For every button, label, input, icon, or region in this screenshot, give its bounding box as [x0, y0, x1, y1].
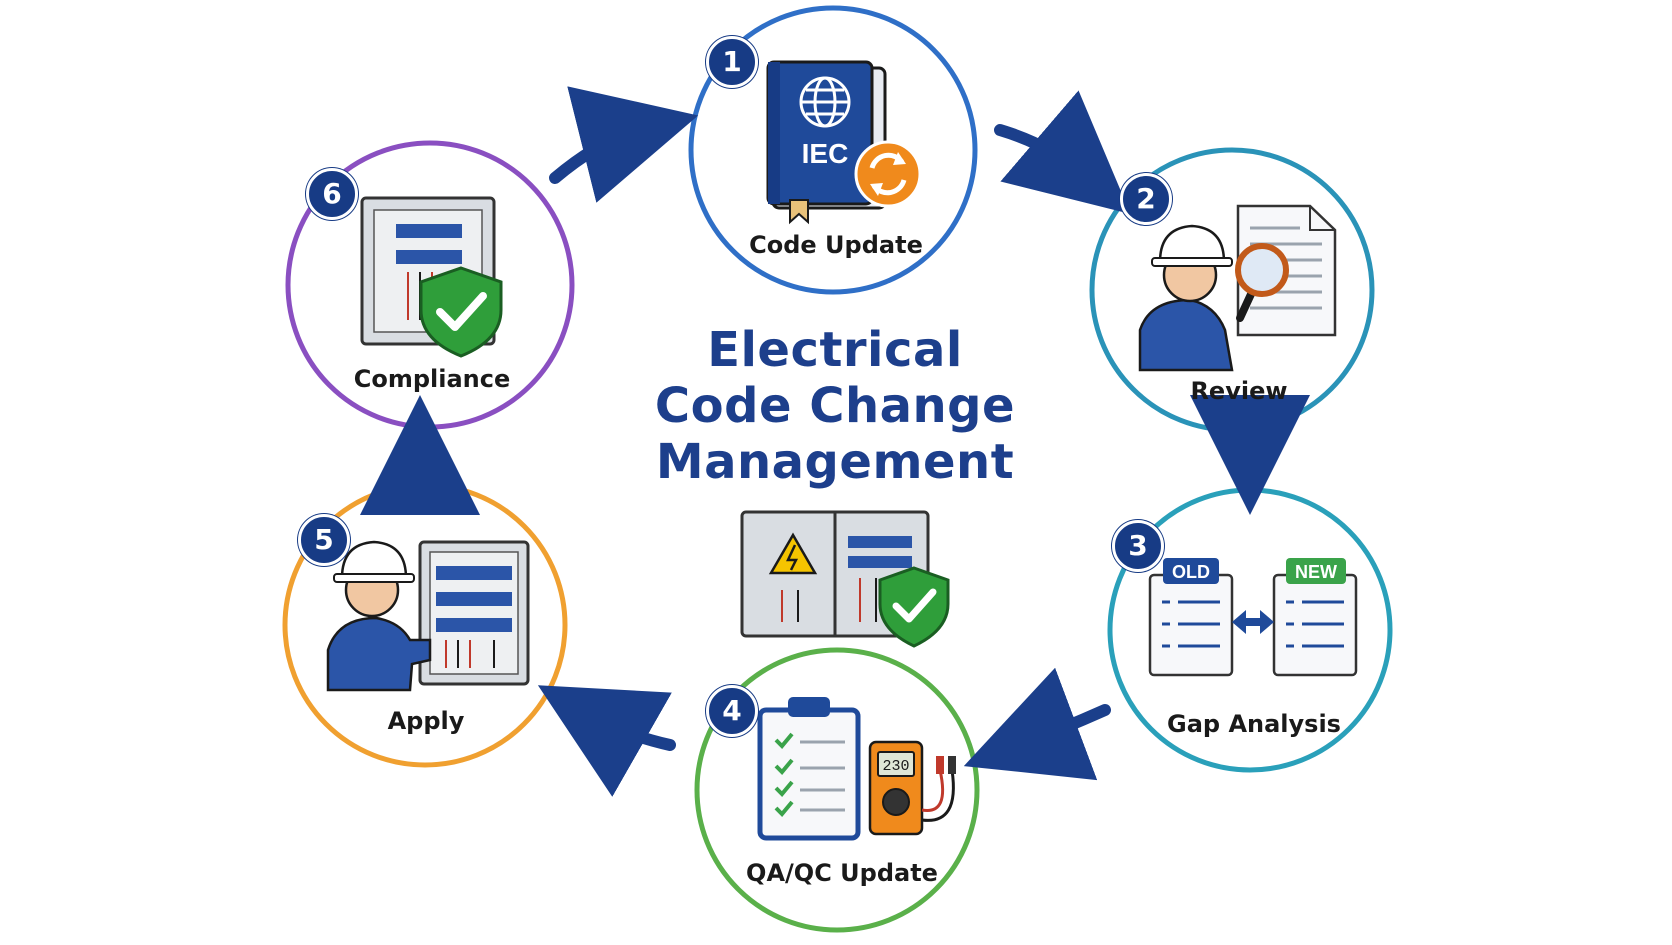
- multimeter-icon: 230: [868, 740, 956, 836]
- arrow-4-to-5: [537, 685, 676, 797]
- step-2-number: 2: [1120, 173, 1172, 225]
- diagram-title: Electrical Code Change Management: [600, 322, 1070, 490]
- old-tag: OLD: [1172, 562, 1210, 582]
- globe-icon: [799, 76, 851, 128]
- magnifier-icon: [1235, 243, 1289, 322]
- gap-analysis-icon: OLD NEW: [1148, 558, 1358, 677]
- title-line-3: Management: [655, 434, 1015, 490]
- step-2-label: Review: [1190, 377, 1288, 405]
- new-tag: NEW: [1295, 562, 1337, 582]
- step-4-label: QA/QC Update: [746, 859, 938, 887]
- step-6-label: Compliance: [353, 365, 511, 393]
- step-4-number: 4: [706, 685, 758, 737]
- apply-icon: [326, 540, 530, 692]
- review-document-icon: [1138, 204, 1337, 372]
- electrical-panel-icon: [418, 540, 530, 686]
- flow-arrows: [360, 86, 1310, 797]
- warning-icon: [768, 532, 818, 575]
- title-line-2: Code Change: [654, 378, 1016, 434]
- book-label: IEC: [802, 138, 849, 169]
- shield-check-icon: [878, 566, 950, 648]
- step-5-label: Apply: [387, 707, 465, 735]
- title-line-1: Electrical: [707, 322, 963, 378]
- qaqc-icon: 230: [757, 697, 956, 841]
- arrow-6-to-1: [549, 86, 699, 203]
- step-3-number: 3: [1112, 520, 1164, 572]
- step-5-number: 5: [298, 514, 350, 566]
- step-6-number: 6: [306, 168, 358, 220]
- step-3-label: Gap Analysis: [1167, 710, 1341, 738]
- step-1-number: 1: [706, 36, 758, 88]
- arrow-1-to-2: [994, 90, 1131, 215]
- compliance-icon: [360, 196, 503, 358]
- step-1-label: Code Update: [749, 231, 923, 259]
- iec-book-icon: IEC: [766, 60, 922, 225]
- refresh-icon: [854, 140, 922, 208]
- center-panel-icon: [740, 510, 950, 648]
- worker-icon: [326, 540, 432, 692]
- meter-reading: 230: [882, 758, 909, 775]
- clipboard-icon: [757, 697, 861, 841]
- shield-check-icon: [419, 266, 503, 358]
- worker-icon: [1138, 224, 1234, 372]
- compare-arrows-icon: [1232, 610, 1274, 634]
- arrow-3-to-4: [963, 667, 1111, 781]
